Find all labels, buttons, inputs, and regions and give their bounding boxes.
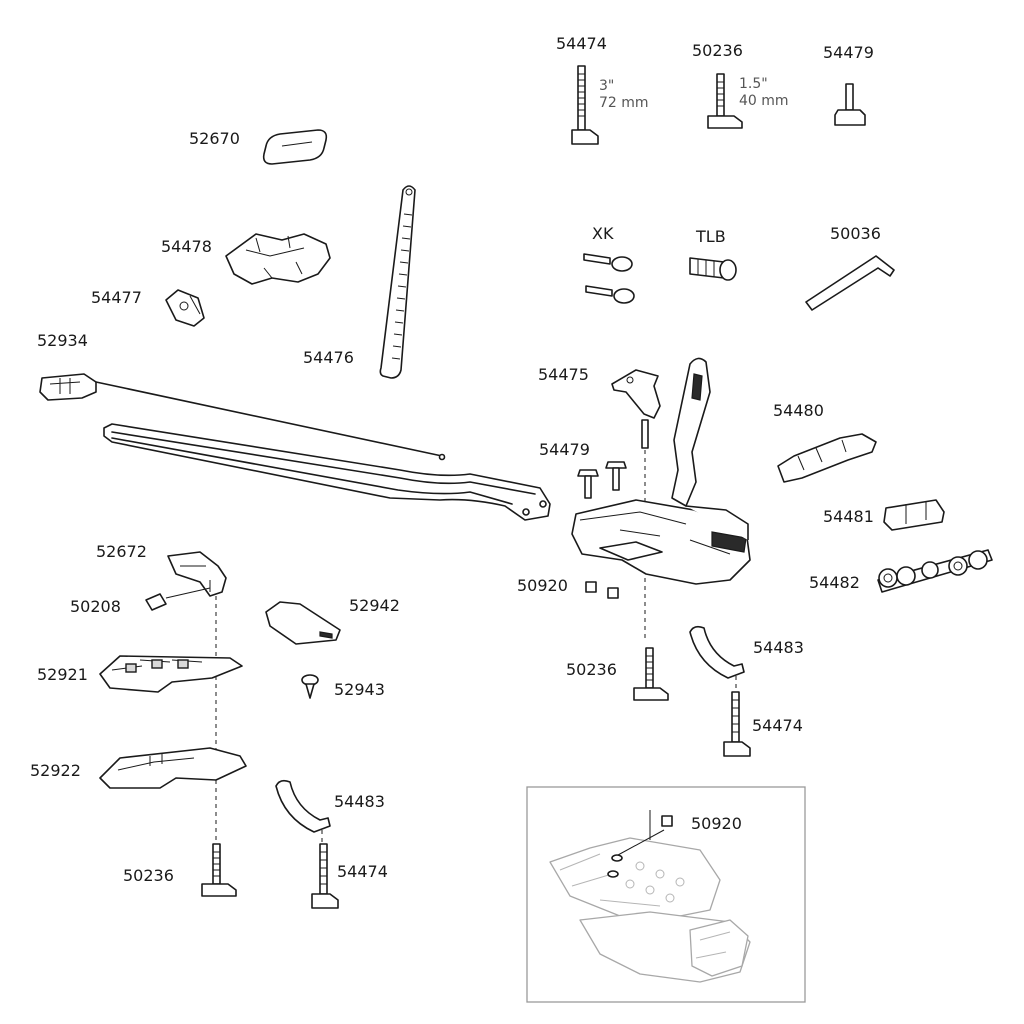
main-rail	[103, 423, 551, 521]
part-52942	[265, 601, 341, 645]
label-54474-top: 54474	[556, 34, 607, 53]
label-54474-right: 54474	[752, 716, 803, 735]
label-50236-mid: 50236	[566, 660, 617, 679]
label-54474-left: 54474	[337, 862, 388, 881]
bolt-54479-top	[834, 83, 866, 126]
part-54476-strap	[379, 185, 416, 379]
label-54476: 54476	[303, 348, 354, 367]
label-50920-inset: 50920	[691, 814, 742, 833]
label-tlb: TLB	[696, 227, 726, 246]
label-54479-top: 54479	[823, 43, 874, 62]
label-54480: 54480	[773, 401, 824, 420]
label-50208: 50208	[70, 597, 121, 616]
label-50236-top: 50236	[692, 41, 743, 60]
clamp-54483-right	[689, 625, 745, 679]
part-52672	[167, 551, 227, 597]
dimension-50236: 1.5" 40 mm	[739, 76, 789, 110]
pin-50208	[145, 593, 167, 611]
label-50036: 50036	[830, 224, 881, 243]
part-54482	[877, 549, 993, 593]
lock-cylinder-tlb	[689, 257, 737, 281]
wheel-holder-assembly	[571, 357, 751, 585]
label-52921: 52921	[37, 665, 88, 684]
bolts-54479-mid	[577, 461, 627, 499]
label-52943: 52943	[334, 680, 385, 699]
clamp-54483-left	[275, 779, 331, 833]
part-54480	[777, 433, 877, 483]
label-52922: 52922	[30, 761, 81, 780]
bolt-50236-mid	[633, 647, 669, 701]
label-52934: 52934	[37, 331, 88, 350]
caps-50920	[585, 581, 619, 599]
label-50920: 50920	[517, 576, 568, 595]
bolt-50236-top	[707, 73, 743, 129]
label-54475: 54475	[538, 365, 589, 384]
label-54483-right: 54483	[753, 638, 804, 657]
dimension-54474-inch: 3"	[599, 78, 615, 94]
part-52670	[262, 129, 328, 165]
screw-52943	[301, 674, 319, 699]
label-54477: 54477	[91, 288, 142, 307]
dimension-54474-mm: 72 mm	[599, 94, 649, 111]
part-52934-rod	[39, 373, 446, 461]
label-54482: 54482	[809, 573, 860, 592]
dimension-54474: 3" 72 mm	[599, 78, 649, 112]
label-xk: XK	[592, 224, 614, 243]
plate-52921	[99, 655, 243, 693]
part-54478	[225, 233, 331, 285]
label-54483-left: 54483	[334, 792, 385, 811]
dimension-50236-inch: 1.5"	[739, 76, 768, 92]
label-50236-left: 50236	[123, 866, 174, 885]
hex-key-50036	[805, 255, 895, 311]
label-52670: 52670	[189, 129, 240, 148]
bolt-54474-top	[571, 65, 599, 145]
label-54478: 54478	[161, 237, 212, 256]
part-54481	[883, 499, 945, 531]
bolt-50236-left	[201, 843, 237, 897]
bolt-54474-right	[723, 691, 751, 757]
label-54479-mid: 54479	[539, 440, 590, 459]
bolt-54474-left	[311, 843, 339, 909]
plate-52922	[99, 747, 247, 789]
keys-xk	[583, 253, 635, 304]
part-54477	[165, 289, 205, 327]
detail-inset	[526, 786, 806, 1003]
label-52672: 52672	[96, 542, 147, 561]
label-54481: 54481	[823, 507, 874, 526]
part-54475	[611, 369, 661, 449]
dimension-50236-mm: 40 mm	[739, 92, 789, 109]
label-52942: 52942	[349, 596, 400, 615]
